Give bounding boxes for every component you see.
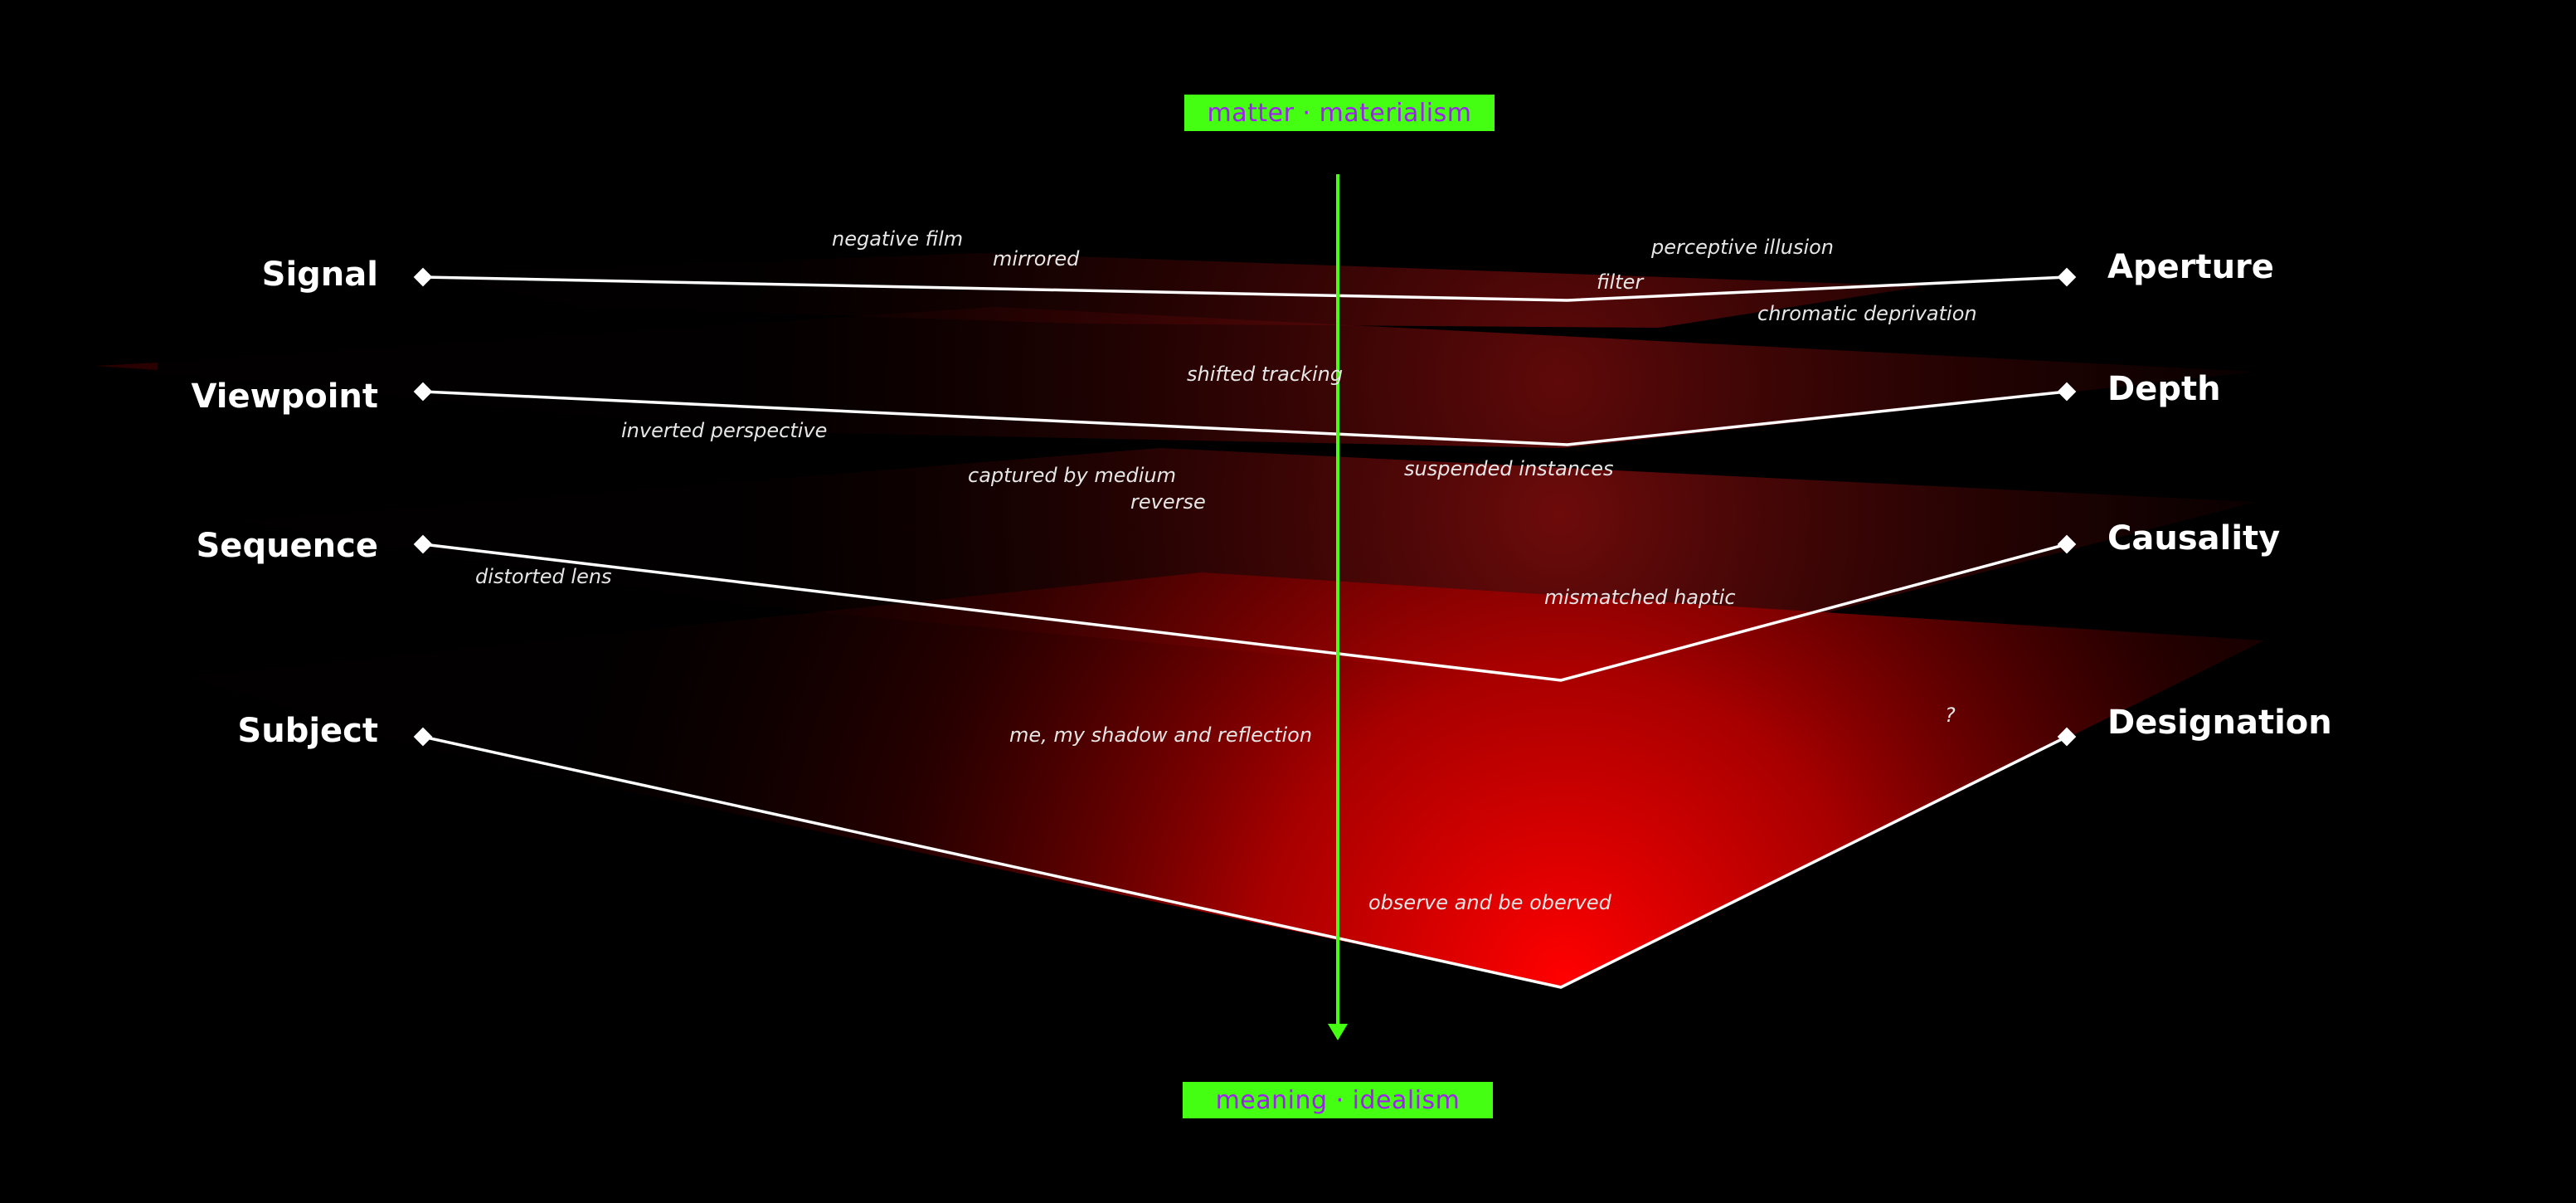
plane-subject-designation [187, 572, 2264, 987]
marker-aperture [2057, 267, 2077, 287]
left-edge-sliver [95, 363, 158, 370]
top-axis-label: matter · materialism [1184, 95, 1495, 131]
note-inverted-perspective: inverted perspective [621, 419, 828, 442]
note-shifted-tracking: shifted tracking [1187, 363, 1344, 386]
endpoint-markers [413, 267, 2077, 747]
marker-viewpoint [413, 382, 433, 402]
note-question-mark: ? [1945, 704, 1956, 727]
label-sequence: Sequence [196, 527, 379, 565]
label-designation: Designation [2107, 704, 2332, 742]
note-perceptive-illusion: perceptive illusion [1651, 236, 1835, 259]
label-viewpoint: Viewpoint [191, 377, 378, 416]
note-observe-and-be-observed: observe and be oberved [1368, 891, 1611, 914]
marker-depth [2057, 382, 2077, 402]
note-captured-by-medium: captured by medium [968, 464, 1176, 487]
plane-viewpoint-depth [91, 307, 2256, 448]
note-filter: filter [1597, 270, 1644, 294]
line-sequence-causality [422, 543, 2068, 682]
axis-arrowhead [1328, 1024, 1348, 1040]
plane-signal-aperture [423, 253, 1924, 328]
line-viewpoint-depth [422, 390, 2068, 446]
label-depth: Depth [2107, 370, 2221, 408]
label-aperture: Aperture [2107, 248, 2274, 286]
marker-signal [413, 267, 433, 287]
label-signal: Signal [261, 256, 378, 294]
marker-causality [2057, 534, 2077, 554]
note-suspended-instances: suspended instances [1404, 457, 1614, 480]
line-subject-designation [422, 735, 2068, 989]
bottom-axis-label: meaning · idealism [1183, 1082, 1493, 1118]
note-distorted-lens: distorted lens [475, 565, 612, 588]
marker-subject [413, 727, 433, 747]
marker-sequence [413, 534, 433, 554]
note-me-shadow-reflection: me, my shadow and reflection [1009, 723, 1313, 747]
label-causality: Causality [2107, 519, 2281, 558]
line-signal-aperture [422, 275, 2068, 302]
label-subject: Subject [237, 712, 378, 750]
marker-designation [2057, 727, 2077, 747]
note-mismatched-haptic: mismatched haptic [1544, 586, 1736, 609]
note-chromatic-deprivation: chromatic deprivation [1757, 302, 1977, 325]
note-negative-film: negative film [832, 227, 964, 251]
note-mirrored: mirrored [993, 247, 1080, 270]
note-reverse: reverse [1130, 490, 1206, 514]
